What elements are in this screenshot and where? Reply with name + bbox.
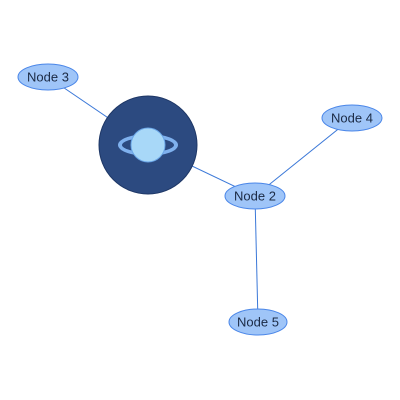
nodes-layer: Node 2 Node 3 Node 4 Node 5 <box>17 63 383 336</box>
node-label: Node 2 <box>234 189 276 204</box>
node-1[interactable] <box>98 95 198 195</box>
node-ellipse[interactable] <box>228 308 288 336</box>
edges-layer <box>47 76 353 323</box>
node-5[interactable]: Node 5 <box>228 308 288 336</box>
node-4[interactable]: Node 4 <box>321 104 383 132</box>
node-label: Node 5 <box>237 315 279 330</box>
node-2[interactable]: Node 2 <box>224 182 286 210</box>
node-ellipse[interactable] <box>224 182 286 210</box>
node-ellipse[interactable] <box>321 104 383 132</box>
node-label: Node 3 <box>27 70 69 85</box>
edge-n2-n4[interactable] <box>254 117 353 197</box>
planet-core <box>130 127 166 163</box>
node-label: Node 4 <box>331 111 373 126</box>
node-3[interactable]: Node 3 <box>17 63 79 91</box>
planet-icon <box>118 127 178 163</box>
node-ellipse[interactable] <box>17 63 79 91</box>
edge-n2-n5[interactable] <box>254 195 259 323</box>
